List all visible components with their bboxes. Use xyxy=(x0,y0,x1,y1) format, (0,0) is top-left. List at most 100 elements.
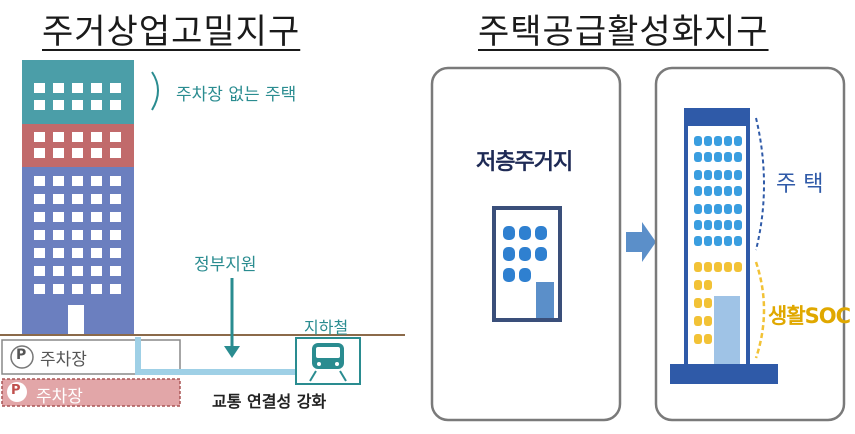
building-window xyxy=(110,176,121,186)
gov-support-arrowhead xyxy=(224,346,240,358)
building-window xyxy=(34,248,45,258)
building-window xyxy=(91,83,102,93)
housing-window xyxy=(734,170,742,180)
soc-window xyxy=(694,280,702,290)
building-window xyxy=(72,83,83,93)
building-window xyxy=(34,176,45,186)
soc-window xyxy=(704,262,712,272)
housing-window xyxy=(734,236,742,246)
building-window xyxy=(72,176,83,186)
building-window xyxy=(72,212,83,222)
housing-window xyxy=(694,186,702,196)
building-window xyxy=(110,248,121,258)
building-window xyxy=(34,194,45,204)
building-windows xyxy=(34,83,121,294)
housing-window xyxy=(704,236,712,246)
housing-window xyxy=(734,186,742,196)
soc-window xyxy=(694,262,702,272)
building-door xyxy=(68,305,84,335)
building-window xyxy=(72,266,83,276)
right-title: 주택공급활성화지구 xyxy=(478,12,769,52)
soc-window xyxy=(734,262,742,272)
low-rise-door xyxy=(536,282,554,318)
building-window xyxy=(91,176,102,186)
building-window xyxy=(72,248,83,258)
housing-window xyxy=(734,204,742,214)
housing-window xyxy=(724,170,732,180)
left-title: 주거상업고밀지구 xyxy=(42,12,301,52)
building-window xyxy=(91,266,102,276)
parking-symbol-1: P xyxy=(16,347,27,363)
building-commercial-section xyxy=(22,124,134,167)
parking-icon-1 xyxy=(10,345,34,369)
building-window xyxy=(91,248,102,258)
housing-window xyxy=(714,236,722,246)
housing-window xyxy=(704,186,712,196)
soc-window xyxy=(704,334,712,344)
parking-label-2: 주차장 xyxy=(36,387,83,407)
building-window xyxy=(34,100,45,110)
housing-window xyxy=(714,136,722,146)
building-window xyxy=(110,132,121,142)
soc-bracket xyxy=(754,261,766,359)
building-window xyxy=(110,83,121,93)
housing-window xyxy=(704,204,712,214)
housing-window xyxy=(694,236,702,246)
parking-icon-2 xyxy=(7,382,27,402)
soc-label: 생활SOC xyxy=(768,304,851,328)
building-window xyxy=(72,194,83,204)
building-window xyxy=(53,148,64,158)
building-window xyxy=(110,284,121,294)
no-parking-housing-label: 주차장 없는 주택 xyxy=(176,85,297,105)
building-window xyxy=(34,132,45,142)
building-window xyxy=(34,212,45,222)
transition-arrow xyxy=(626,222,656,262)
building-window xyxy=(53,132,64,142)
parking-level-2 xyxy=(1,378,181,407)
low-rise-window xyxy=(519,226,531,240)
soc-window xyxy=(694,334,702,344)
building-window xyxy=(110,194,121,204)
low-rise-window xyxy=(535,226,547,240)
soc-window xyxy=(694,316,702,326)
mixed-use-illustration xyxy=(0,60,405,407)
housing-window xyxy=(734,152,742,162)
housing-window xyxy=(734,220,742,230)
building-window xyxy=(53,83,64,93)
housing-window xyxy=(714,204,722,214)
building-window xyxy=(91,148,102,158)
tall-building-windows xyxy=(694,136,742,344)
housing-window xyxy=(694,170,702,180)
housing-window xyxy=(694,136,702,146)
housing-window xyxy=(724,204,732,214)
building-window xyxy=(72,100,83,110)
low-rise-windows xyxy=(503,226,547,282)
building-window xyxy=(91,284,102,294)
tall-building-door xyxy=(714,296,740,366)
transport-link-label: 교통 연결성 강화 xyxy=(212,392,327,411)
low-rise-window xyxy=(503,247,515,261)
building-window xyxy=(53,212,64,222)
housing-window xyxy=(694,220,702,230)
low-rise-window xyxy=(519,268,531,282)
gov-support-label: 정부지원 xyxy=(194,255,257,275)
building-window xyxy=(53,284,64,294)
building-window xyxy=(53,176,64,186)
building-window xyxy=(110,266,121,276)
building-window xyxy=(110,212,121,222)
building-window xyxy=(91,194,102,204)
housing-label: 주 택 xyxy=(776,172,824,197)
housing-window xyxy=(694,152,702,162)
building-window xyxy=(34,148,45,158)
housing-window xyxy=(734,136,742,146)
building-window xyxy=(72,230,83,240)
low-rise-window xyxy=(503,226,515,240)
soc-window xyxy=(704,280,712,290)
subway-label: 지하철 xyxy=(304,318,349,337)
housing-window xyxy=(724,136,732,146)
soc-window xyxy=(704,316,712,326)
soc-window xyxy=(714,262,722,272)
housing-window xyxy=(714,152,722,162)
soc-window xyxy=(694,298,702,308)
building-window xyxy=(91,230,102,240)
